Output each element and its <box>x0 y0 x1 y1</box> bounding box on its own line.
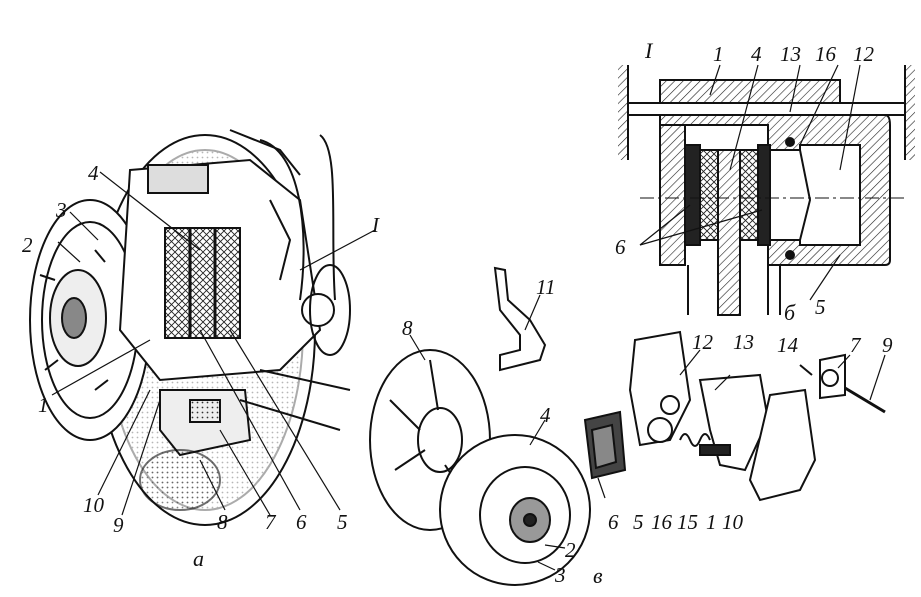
label-7-exp: 7 <box>850 333 861 357</box>
label-8: 8 <box>217 510 228 534</box>
label-6-sec: 6 <box>615 235 626 259</box>
exploded-leaders <box>409 294 886 571</box>
label-2: 2 <box>22 233 33 257</box>
label-3: 3 <box>56 198 67 222</box>
label-10-exp: 10 <box>722 510 743 534</box>
section-label-b: б <box>784 300 796 325</box>
label-4-sec: 4 <box>751 42 762 66</box>
label-I: I <box>372 213 379 237</box>
label-13-sec: 13 <box>780 42 801 66</box>
section-label-c: в <box>593 563 603 588</box>
label-16-sec: 16 <box>815 42 836 66</box>
detail-mark: I <box>645 38 653 63</box>
exploded-middle <box>369 266 591 586</box>
label-5-sec: 5 <box>815 295 826 319</box>
section-leaders <box>639 64 861 301</box>
label-5: 5 <box>337 510 348 534</box>
label-5-exp: 5 <box>633 510 644 534</box>
exploded-caliper <box>583 330 886 502</box>
label-13-exp: 13 <box>733 330 754 354</box>
label-1-exp: 1 <box>706 510 717 534</box>
label-1: 1 <box>38 393 49 417</box>
label-16-exp: 16 <box>651 510 672 534</box>
label-7: 7 <box>265 510 276 534</box>
label-15: 15 <box>677 510 698 534</box>
label-4-disc: 4 <box>540 403 551 427</box>
label-9: 9 <box>113 513 124 537</box>
assembly-leaders <box>51 171 376 516</box>
label-14: 14 <box>777 333 798 357</box>
label-8-shield: 8 <box>402 316 413 340</box>
label-11: 11 <box>536 275 556 299</box>
section-label-a: а <box>193 546 204 571</box>
label-12-exp: 12 <box>692 330 713 354</box>
section-view <box>618 65 915 316</box>
assembled-brake <box>29 129 351 526</box>
label-3-hub: 3 <box>555 563 566 587</box>
label-10: 10 <box>83 493 104 517</box>
label-6: 6 <box>296 510 307 534</box>
label-1-sec: 1 <box>713 42 724 66</box>
label-2-stud: 2 <box>565 538 576 562</box>
label-4: 4 <box>88 161 99 185</box>
label-6-exp: 6 <box>608 510 619 534</box>
label-12-sec: 12 <box>853 42 874 66</box>
label-9-exp: 9 <box>882 333 893 357</box>
